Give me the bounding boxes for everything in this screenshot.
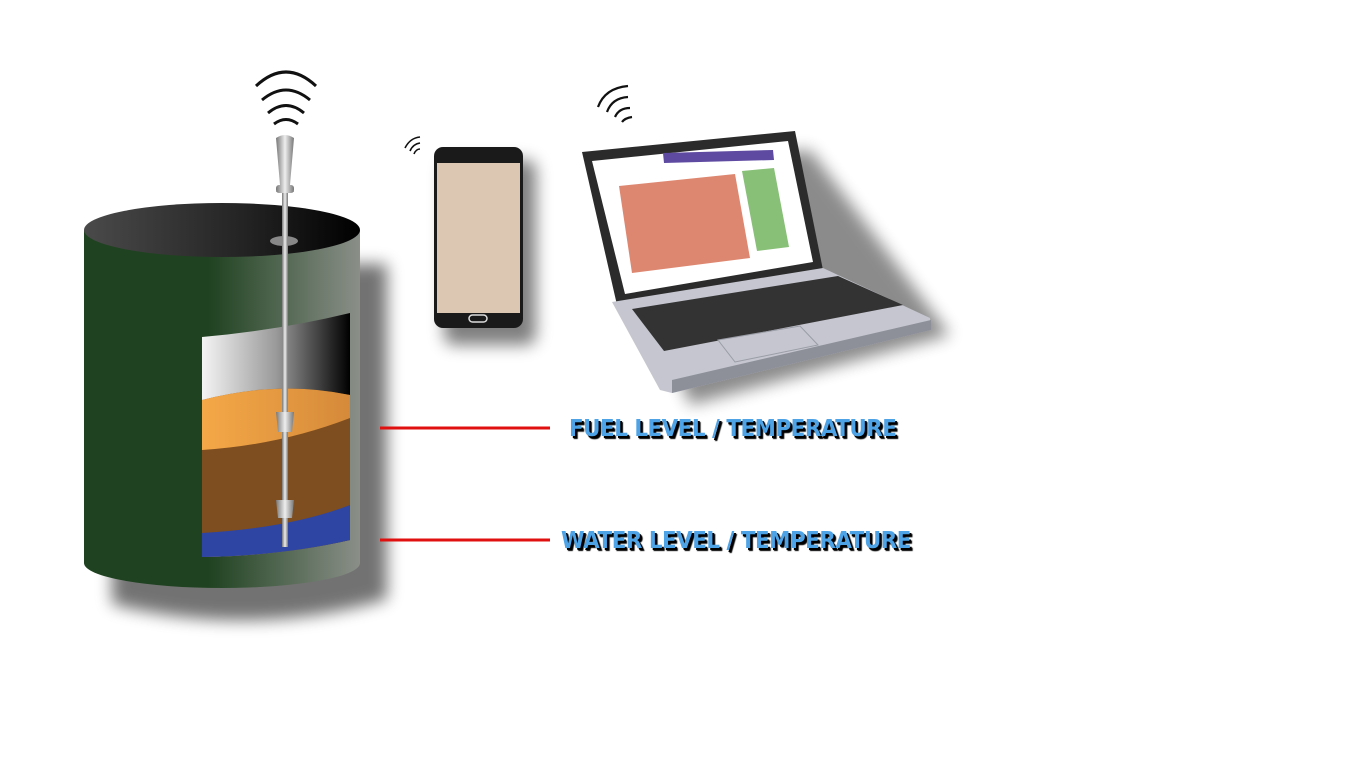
phone-screen [437,163,520,313]
laptop-keyboard [632,276,903,351]
water-level-label: WATER LEVEL / TEMPERATURE [561,528,911,554]
wireless-signal-icon [404,136,421,155]
laptop-side-panel [742,168,789,251]
fuel-tank [84,70,387,621]
laptop [582,84,950,405]
fuel-float [276,412,294,432]
home-button [468,314,488,323]
fuel-surface [202,388,350,450]
wireless-signal-icon [254,70,318,126]
laptop-header-bar [663,150,774,163]
laptop-touchpad [717,325,819,363]
laptop-main-panel [619,174,750,273]
water-float [276,500,294,518]
wireless-signal-icon [596,84,633,123]
sensor-probe [276,135,294,547]
cutaway-window [202,313,350,557]
fuel-level-label: FUEL LEVEL / TEMPERATURE [569,416,897,442]
water-layer [202,505,350,557]
smartphone [404,136,536,345]
